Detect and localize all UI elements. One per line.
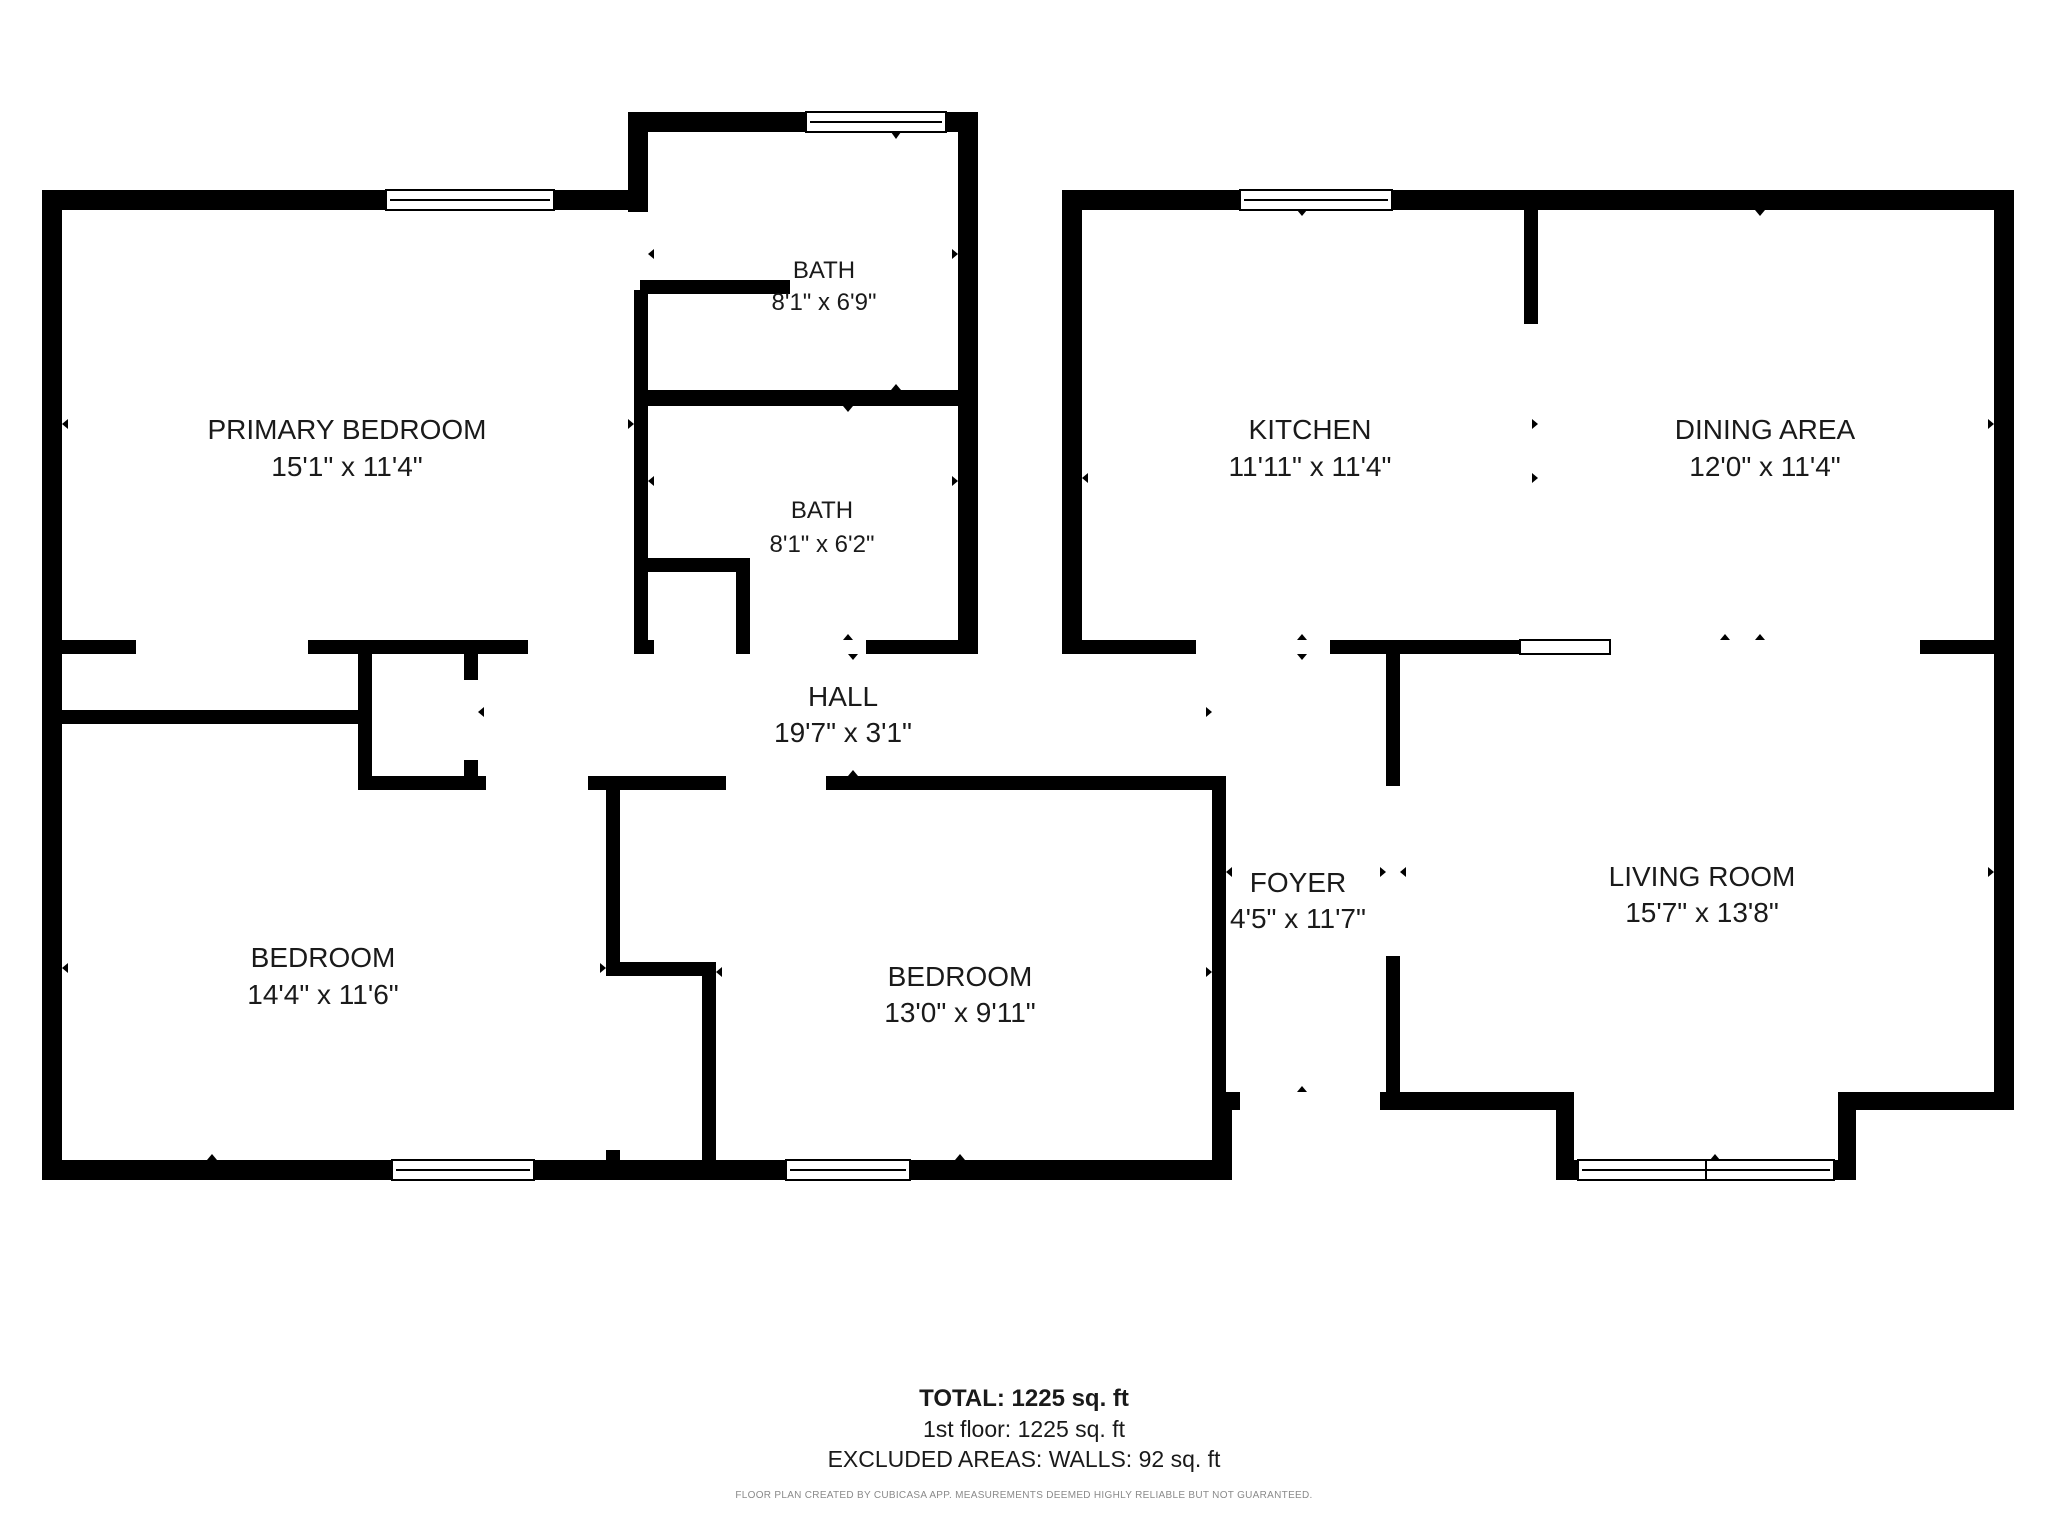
- bedroom-left-name: BEDROOM: [251, 942, 396, 973]
- window-kitchen: [1239, 189, 1393, 211]
- window-bedroom-mid: [785, 1159, 911, 1181]
- foyer-dims: 4'5" x 11'7": [1230, 903, 1366, 934]
- window-primary-bedroom: [385, 189, 555, 211]
- room-foyer: FOYER 4'5" x 11'7": [1230, 867, 1366, 934]
- window-kitchen-bottom: [1519, 639, 1611, 655]
- bath-lower-dims: 8'1" x 6'2": [770, 531, 875, 558]
- room-primary-bedroom: PRIMARY BEDROOM 15'1" x 11'4": [207, 414, 486, 482]
- disclaimer-text: FLOOR PLAN CREATED BY CUBICASA APP. MEAS…: [735, 1490, 1313, 1501]
- right-wing-walls: [1062, 190, 2014, 1180]
- first-floor-area: 1st floor: 1225 sq. ft: [922, 1416, 1125, 1442]
- window-bath-upper: [805, 111, 947, 133]
- excluded-areas: EXCLUDED AREAS: WALLS: 92 sq. ft: [827, 1446, 1221, 1472]
- bedroom-mid-dims: 13'0" x 9'11": [884, 997, 1035, 1028]
- total-area: TOTAL: 1225 sq. ft: [919, 1385, 1129, 1412]
- dining-area-dims: 12'0" x 11'4": [1689, 451, 1840, 482]
- dimension-markers: [62, 132, 1994, 1160]
- bath-lower-name: BATH: [791, 497, 853, 524]
- living-room-dims: 15'7" x 13'8": [1625, 897, 1779, 928]
- bath-upper-name: BATH: [793, 257, 855, 284]
- kitchen-dims: 11'11" x 11'4": [1229, 451, 1392, 482]
- living-room-name: LIVING ROOM: [1609, 861, 1796, 892]
- left-wing-walls: [42, 112, 1232, 1180]
- room-bath-lower: BATH 8'1" x 6'2": [770, 497, 875, 558]
- bedroom-left-dims: 14'4" x 11'6": [247, 979, 398, 1010]
- room-bedroom-left: BEDROOM 14'4" x 11'6": [247, 942, 398, 1010]
- hall-dims: 19'7" x 3'1": [774, 717, 912, 748]
- bath-upper-dims: 8'1" x 6'9": [772, 289, 877, 316]
- room-living-room: LIVING ROOM 15'7" x 13'8": [1609, 861, 1796, 928]
- foyer-name: FOYER: [1250, 867, 1346, 898]
- primary-bedroom-name: PRIMARY BEDROOM: [207, 414, 486, 445]
- room-bath-upper: BATH 8'1" x 6'9": [772, 257, 877, 316]
- window-bedroom-left: [391, 1159, 535, 1181]
- room-kitchen: KITCHEN 11'11" x 11'4": [1229, 414, 1392, 482]
- room-hall: HALL 19'7" x 3'1": [774, 681, 912, 748]
- window-living-bay: [1577, 1159, 1835, 1181]
- bedroom-mid-name: BEDROOM: [888, 961, 1033, 992]
- hall-name: HALL: [808, 681, 878, 712]
- area-summary: TOTAL: 1225 sq. ft 1st floor: 1225 sq. f…: [724, 1384, 1324, 1474]
- kitchen-name: KITCHEN: [1249, 414, 1372, 445]
- windows: [385, 111, 1835, 1181]
- primary-bedroom-dims: 15'1" x 11'4": [271, 451, 422, 482]
- dining-area-name: DINING AREA: [1675, 414, 1856, 445]
- room-bedroom-mid: BEDROOM 13'0" x 9'11": [884, 961, 1035, 1028]
- room-dining-area: DINING AREA 12'0" x 11'4": [1675, 414, 1856, 482]
